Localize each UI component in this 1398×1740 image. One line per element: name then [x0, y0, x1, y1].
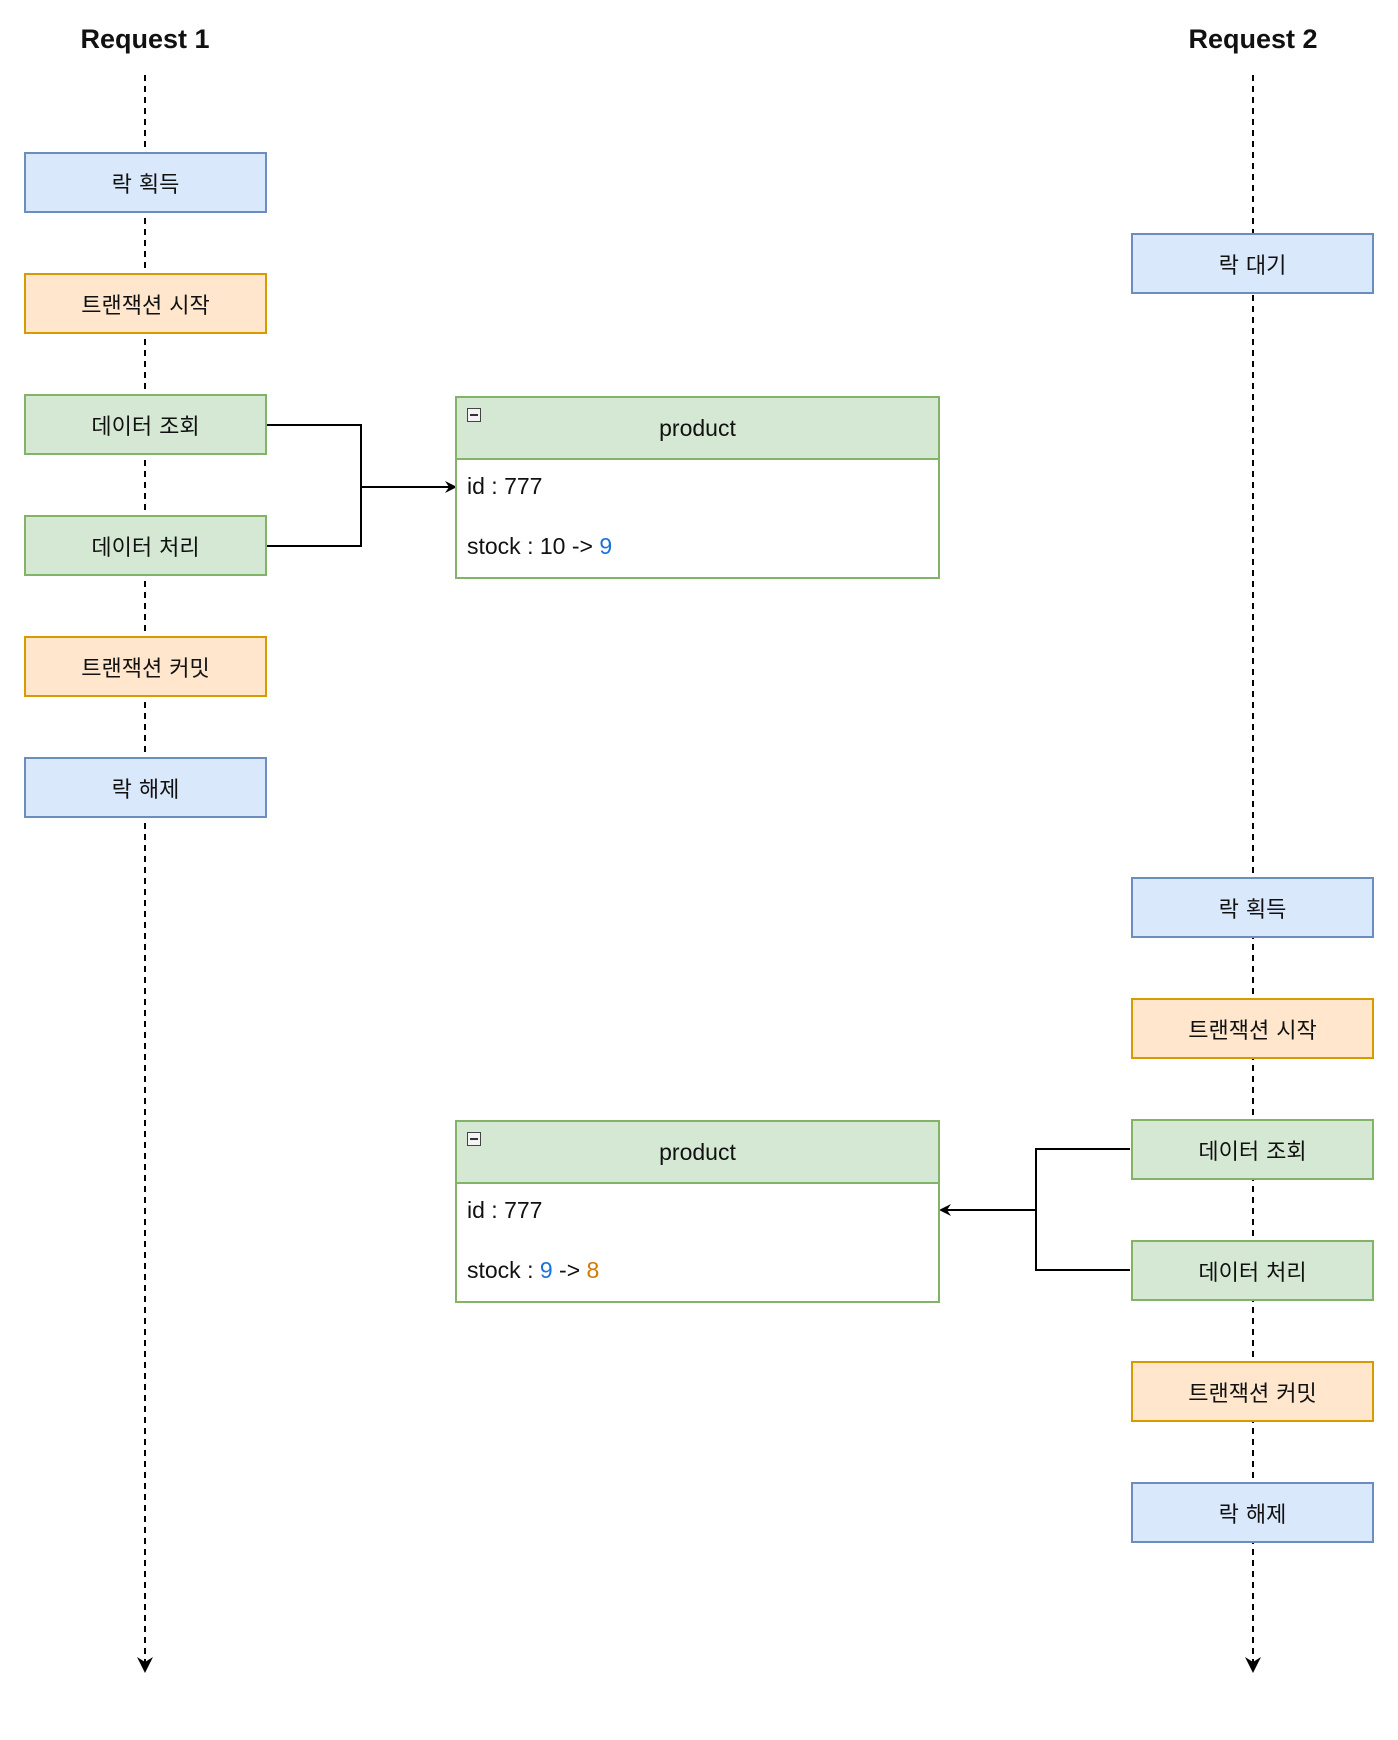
request-2-title: Request 2 [1188, 24, 1318, 54]
connector-r1-process [267, 487, 362, 547]
r1-transaction-commit: 트랜잭션 커밋 [24, 636, 267, 697]
r2-lock-release: 락 해제 [1131, 1482, 1374, 1543]
collapse-icon[interactable] [467, 1132, 481, 1146]
collapse-icon[interactable] [467, 408, 481, 422]
stock-prefix: stock : [467, 1257, 540, 1283]
stock-prefix: stock : 10 -> [467, 533, 600, 559]
r2-lock-wait: 락 대기 [1131, 233, 1374, 294]
product-entity-2-stock: stock : 9 -> 8 [467, 1257, 599, 1284]
r2-transaction-start: 트랜잭션 시작 [1131, 998, 1374, 1059]
r1-data-process: 데이터 처리 [24, 515, 267, 576]
request-1-title: Request 1 [80, 24, 210, 54]
stock-old-value: 9 [539, 1257, 553, 1283]
r2-data-read: 데이터 조회 [1131, 1119, 1374, 1180]
product-entity-2-id: id : 777 [467, 1197, 543, 1223]
connector-r2-read [1035, 1148, 1130, 1210]
product-entity-1-id: id : 777 [467, 473, 543, 499]
stock-new-value: 8 [586, 1257, 600, 1283]
connector-r1-read [267, 424, 362, 487]
r1-transaction-start: 트랜잭션 시작 [24, 273, 267, 334]
lifeline-request-1-arrowhead [137, 1657, 153, 1673]
stock-new-value: 9 [599, 533, 613, 559]
r1-lock-acquire: 락 획득 [24, 152, 267, 213]
product-entity-1-name: product [659, 414, 736, 441]
product-entity-1: product id : 777 stock : 10 -> 9 [455, 396, 940, 579]
product-entity-2-header: product [457, 1122, 938, 1184]
product-entity-2-name: product [659, 1138, 736, 1165]
lifeline-request-2-arrowhead [1245, 1657, 1261, 1673]
product-entity-2: product id : 777 stock : 9 -> 8 [455, 1120, 940, 1303]
r2-data-process: 데이터 처리 [1131, 1240, 1374, 1301]
r2-transaction-commit: 트랜잭션 커밋 [1131, 1361, 1374, 1422]
stock-arrow: -> [552, 1257, 587, 1283]
product-entity-1-header: product [457, 398, 938, 460]
r2-lock-acquire: 락 획득 [1131, 877, 1374, 938]
product-entity-1-stock: stock : 10 -> 9 [467, 533, 612, 560]
r1-lock-release: 락 해제 [24, 757, 267, 818]
r1-data-read: 데이터 조회 [24, 394, 267, 455]
connector-r2-process [1035, 1210, 1130, 1271]
